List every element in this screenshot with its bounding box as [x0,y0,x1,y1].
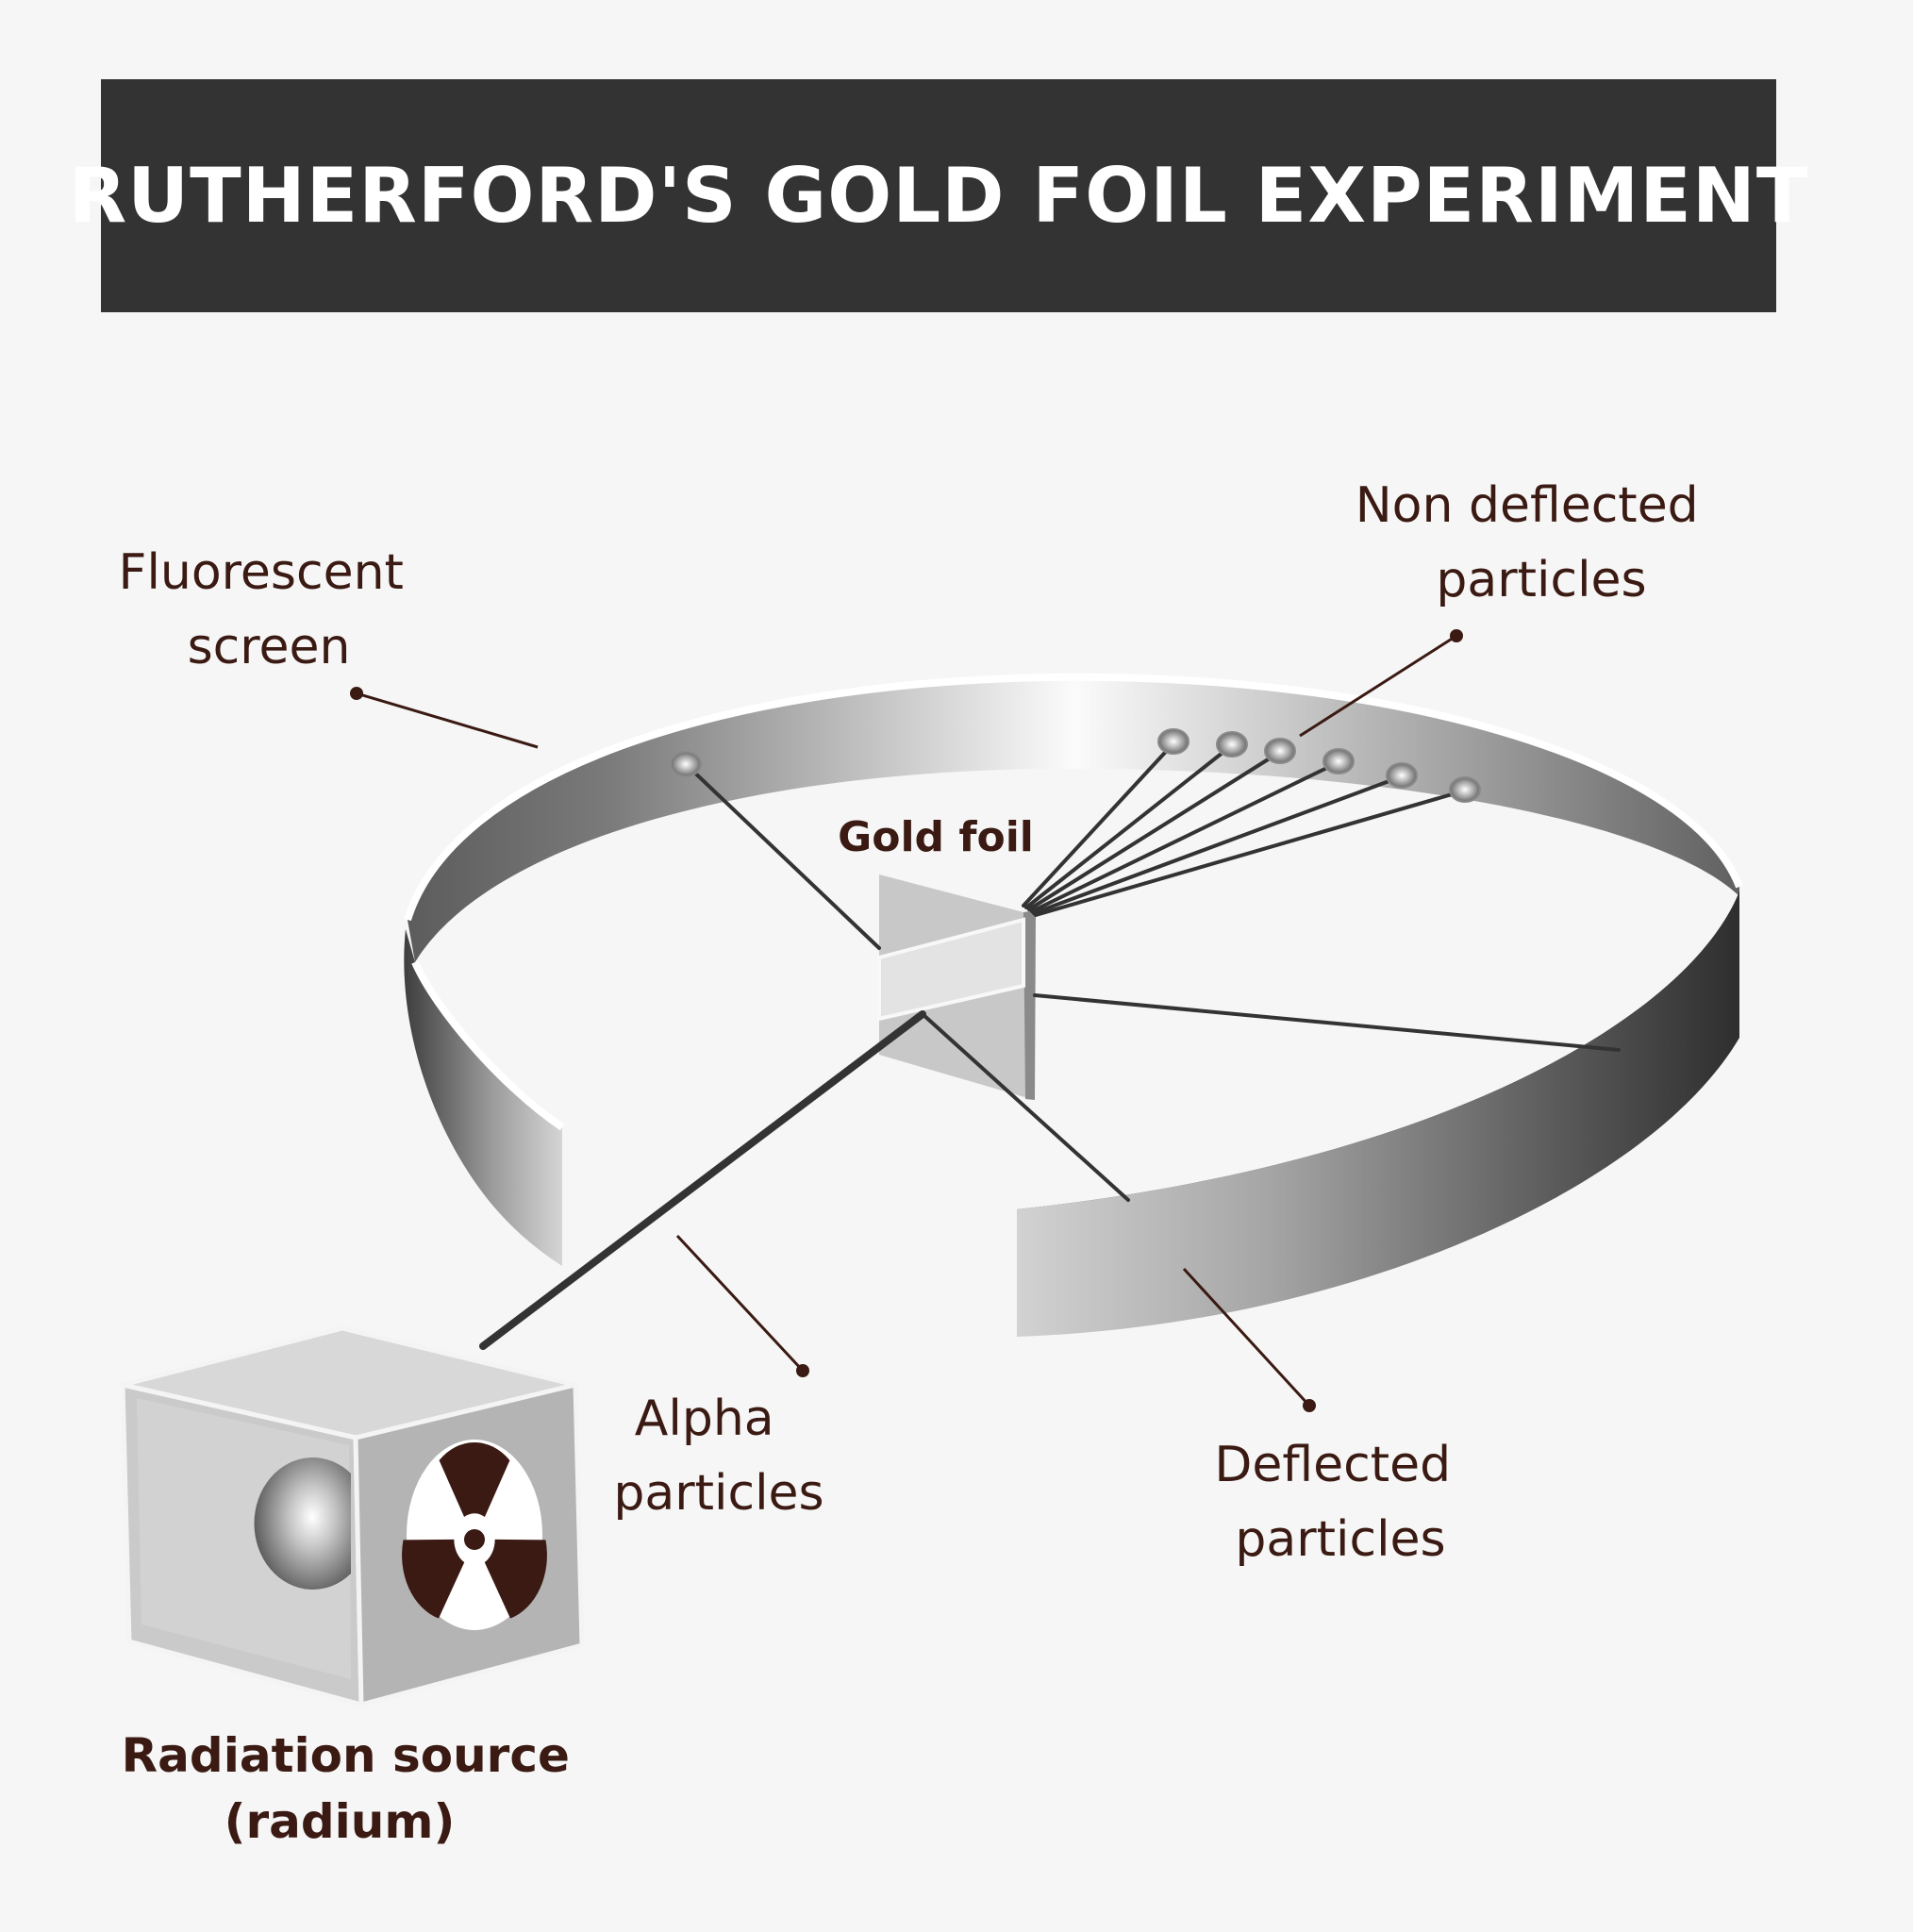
fluorescent-screen-front [1017,891,1739,1337]
label-non-deflected-line2: particles [1436,552,1646,608]
alpha-beam [479,1010,926,1350]
leader-alpha [675,1234,805,1373]
leader-fluorescent-screen [356,691,539,749]
particle-paths [479,741,1621,1350]
label-radiation-source-line1: Radiation source [122,1728,570,1783]
non-deflected-path-2 [1024,743,1234,909]
label-alpha: Alpha particles [613,1391,823,1522]
label-fluorescent-screen-line1: Fluorescent [119,544,404,601]
deflected-path-back [684,762,881,950]
title-bar: RUTHERFORD'S GOLD FOIL EXPERIMENT [69,79,1807,312]
label-alpha-line2: particles [613,1465,823,1522]
fluorescent-screen-left-rim [411,960,565,1131]
deflected-path-right [1033,993,1621,1052]
impact-dot [1264,738,1296,764]
label-deflected: Deflected particles [1214,1437,1466,1568]
impact-dot [1216,731,1248,758]
deflected-path-front [921,1012,1130,1202]
page-title: RUTHERFORD'S GOLD FOIL EXPERIMENT [68,152,1809,240]
fluorescent-screen-rim [404,673,1743,922]
impact-dot [1449,776,1481,803]
non-deflected-path-5 [1032,774,1404,915]
label-deflected-line2: particles [1235,1511,1445,1568]
label-gold-foil: Gold foil [838,813,1034,861]
impact-dot [670,751,702,777]
leader-dot [1450,629,1463,642]
label-alpha-line1: Alpha [635,1391,774,1447]
fluorescent-screen-back [408,676,1739,962]
label-fluorescent-screen-line2: screen [188,619,351,675]
non-deflected-path-1 [1022,741,1175,908]
leader-deflected [1182,1267,1311,1407]
label-radiation-source-line2: (radium) [225,1794,456,1849]
impact-dot [1386,762,1418,789]
label-non-deflected-line1: Non deflected [1356,477,1699,534]
leader-dot [1303,1399,1316,1412]
leader-non-deflected [1299,634,1457,738]
label-fluorescent-screen: Fluorescent screen [119,544,420,675]
leader-dot [350,687,363,700]
leader-dot [796,1364,809,1377]
non-deflected-path-4 [1030,760,1340,913]
gold-foil-edge [1023,910,1036,1100]
leader-lines [350,629,1463,1412]
radiation-source-box [120,1325,585,1708]
radiation-icon [402,1441,547,1619]
label-deflected-line1: Deflected [1214,1437,1451,1493]
gold-foil-slit [877,917,1025,1022]
radium-sphere [254,1457,351,1590]
label-non-deflected: Non deflected particles [1356,477,1714,608]
impact-dots [670,728,1481,803]
impact-dot [1322,748,1355,774]
impact-dot [1157,728,1189,755]
non-deflected-path-6 [1034,789,1467,917]
non-deflected-path-3 [1027,750,1282,911]
label-radiation-source: Radiation source (radium) [122,1728,587,1849]
